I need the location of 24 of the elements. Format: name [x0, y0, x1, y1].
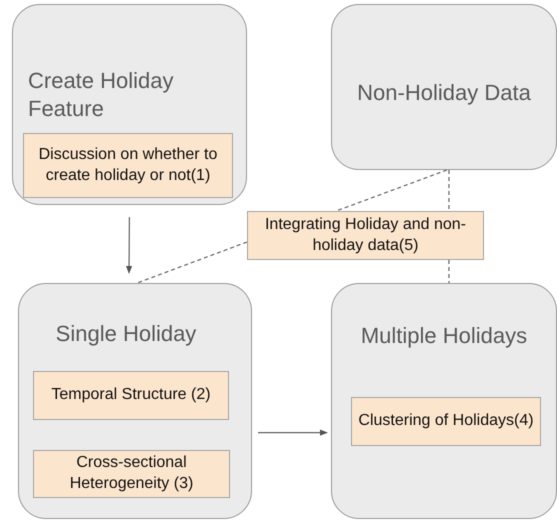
connector-line	[136, 241, 248, 284]
arrow	[126, 217, 132, 274]
step-label: Clustering of Holidays(4)	[358, 411, 534, 432]
step-label: Integrating Holiday and non-holiday data(5)	[264, 214, 468, 256]
group-title: Non-Holiday Data	[357, 80, 531, 105]
step-label: Cross-sectional Heterogeneity (3)	[68, 453, 194, 494]
connector-line	[448, 260, 450, 283]
step-box	[247, 211, 484, 260]
step-box	[351, 397, 541, 446]
step-box	[33, 450, 230, 498]
step-label: Discussion on whether to create holiday or not(1)	[38, 144, 218, 186]
connector-line	[336, 169, 448, 212]
group-title: Single Holiday	[56, 321, 196, 346]
group-box	[331, 283, 557, 519]
step-box	[23, 133, 233, 198]
group-title: Create Holiday Feature	[28, 68, 174, 120]
group-box	[12, 4, 247, 205]
step-label: Temporal Structure (2)	[51, 385, 211, 406]
step-box	[33, 371, 229, 420]
group-box	[18, 283, 252, 519]
connector-line	[448, 170, 450, 211]
group-box	[331, 4, 557, 170]
arrow	[258, 429, 328, 436]
group-title: Multiple Holidays	[360, 323, 528, 348]
